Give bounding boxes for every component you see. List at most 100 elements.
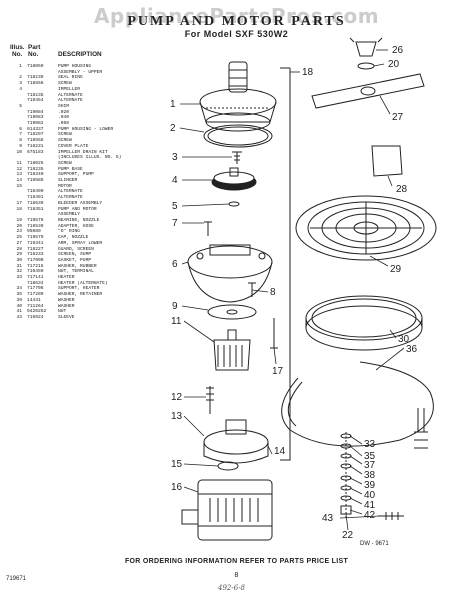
part-description: ALTERNATE [58, 92, 83, 98]
parts-row: 31 717215 WASHER, RUBBER [6, 264, 168, 270]
part-no: 718634 [27, 280, 44, 286]
parts-row: 719083.040 [6, 115, 168, 121]
part-description: PUMP HOUSING - LOWER [58, 126, 114, 132]
part-description: SUPPORT, HEATER [58, 286, 100, 292]
part-description: WASHER [58, 297, 75, 303]
part-no: 718235 [27, 92, 44, 98]
part-no: 719579 [27, 235, 44, 241]
header-part-no: No. [28, 51, 39, 58]
heater-hardware [340, 432, 352, 520]
part-description: SLEEVE [58, 314, 75, 320]
hose-adapter [378, 512, 404, 520]
callout-29: 29 [390, 264, 402, 275]
callout-13: 13 [171, 411, 183, 422]
illus-no: 39 [16, 297, 22, 303]
part-description: HEATER [58, 275, 75, 281]
lower-pump-housing [187, 244, 273, 303]
o-ring [357, 62, 375, 70]
part-no: 718059 [27, 64, 44, 69]
part-description: WASHER, RUBBER [58, 263, 97, 269]
drawing-code: DW - 9671 [360, 541, 389, 547]
part-description: SCREW [58, 160, 72, 166]
parts-row: (INCLUDES ILLUS. NO. 5) [6, 155, 168, 161]
part-description: COVER PLATE [58, 143, 89, 149]
impeller [211, 167, 257, 191]
ordering-footer: FOR ORDERING INFORMATION REFER TO PARTS … [124, 558, 349, 565]
part-no: 718233 [27, 252, 44, 258]
callout-7: 7 [172, 218, 178, 229]
upper-pump-housing [199, 61, 277, 132]
bleeder [270, 318, 278, 349]
part-no: 716459 [27, 269, 44, 275]
part-no: 718340 [27, 172, 44, 178]
part-no: 719083 [27, 115, 44, 121]
callout-6: 6 [172, 259, 178, 270]
part-description: ASSEMBLY - UPPER [58, 69, 103, 75]
callout-12: 12 [171, 392, 183, 403]
part-description: SUPPORT, PUMP [58, 172, 94, 178]
illus-no: 19 [16, 217, 22, 223]
screw-3 [232, 151, 242, 164]
part-no: 914337 [27, 126, 44, 132]
callout-30: 30 [398, 334, 410, 345]
part-description: SEAL RING [58, 75, 83, 81]
parts-row: ASSEMBLY [6, 212, 168, 218]
part-no: 719341 [27, 240, 44, 246]
part-no: 717215 [27, 263, 44, 269]
lower-spray-arm [311, 73, 425, 109]
part-description: CAP, NOZZLE [58, 235, 89, 241]
callout-14: 14 [274, 446, 286, 457]
part-no: 718231 [27, 143, 44, 149]
illus-no: 8 [19, 138, 22, 144]
part-description: ASSEMBLY [58, 212, 81, 218]
part-description: WASHER, RETAINER [58, 292, 103, 298]
part-no: 718490 [27, 189, 44, 195]
callout-36: 36 [406, 344, 418, 355]
part-description: WASHER [58, 303, 75, 309]
part-no: 718556 [27, 81, 44, 87]
callout-18: 18 [302, 67, 314, 78]
part-no: 14431 [27, 297, 41, 303]
part-description: SCREW [58, 81, 72, 87]
part-no: 718227 [27, 246, 44, 252]
form-code: 719671 [6, 576, 27, 582]
callout-22: 22 [342, 530, 354, 541]
nozzle-cap [349, 37, 383, 57]
illus-no: 10 [16, 149, 22, 155]
callout-39: 39 [364, 480, 376, 491]
handwritten-note: 492-6-8 [218, 584, 245, 592]
header-part: Part [28, 44, 41, 51]
part-description: PUMP BASE [58, 166, 83, 172]
illus-no: 9 [19, 143, 22, 149]
part-no: 719454 [27, 98, 44, 104]
illus-no: 14 [16, 178, 22, 184]
part-no: 718025 [27, 160, 44, 166]
impeller-drain [213, 329, 251, 371]
illus-no: 34 [16, 286, 22, 292]
part-description: GASKET, PUMP [58, 257, 92, 263]
part-no: 718539 [27, 223, 44, 229]
illus-no: 12 [16, 166, 22, 172]
part-description: ALTERNATE [58, 98, 83, 104]
callout-38: 38 [364, 470, 376, 481]
illus-no: 33 [16, 275, 22, 281]
illus-no: 31 [16, 263, 22, 269]
callout-9: 9 [172, 301, 178, 312]
parts-row: 9 718231 COVER PLATE [6, 144, 168, 150]
illus-no: 7 [19, 132, 22, 138]
